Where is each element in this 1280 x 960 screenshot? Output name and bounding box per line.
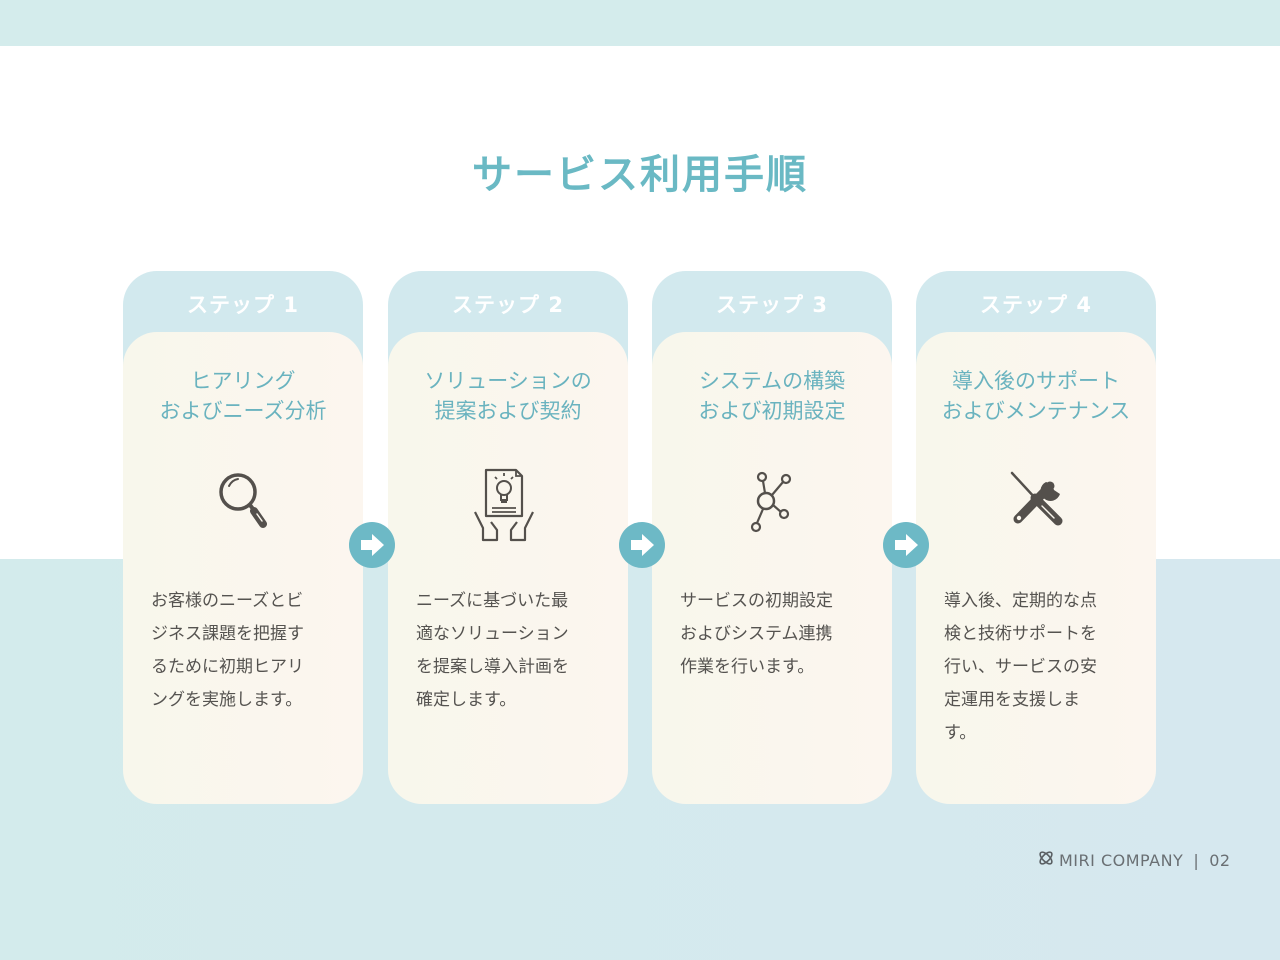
step-card-1: ステップ 1 ヒアリング およびニーズ分析 お客様のニーズとビ ジネス課題を把握…	[123, 271, 363, 804]
step-card-2: ステップ 2 ソリューションの 提案および契約 ニーズに基づいた最 適なソリュー…	[388, 271, 628, 804]
footer-separator: |	[1193, 850, 1200, 870]
network-nodes-icon	[742, 468, 802, 542]
step-label: ステップ 3	[716, 293, 828, 317]
page-number: 02	[1209, 850, 1231, 870]
step-title: ヒアリング およびニーズ分析	[159, 369, 327, 423]
step-description: お客様のニーズとビ ジネス課題を把握す るために初期ヒアリ ングを実施します。	[151, 591, 304, 710]
company-name: MIRI COMPANY	[1059, 850, 1184, 870]
step-label: ステップ 4	[980, 293, 1092, 317]
miri-logo-icon	[1037, 849, 1055, 871]
arrow-right-icon	[619, 522, 665, 568]
step-card-4: ステップ 4 導入後のサポート およびメンテナンス 導入後、定期的な点 検と技術…	[916, 271, 1156, 804]
arrow-right-icon	[883, 522, 929, 568]
step-label: ステップ 1	[187, 293, 299, 317]
footer: MIRI COMPANY | 02	[1037, 849, 1231, 871]
step-description: サービスの初期設定 およびシステム連携 作業を行います。	[680, 591, 833, 677]
top-band	[0, 0, 1280, 46]
page-title: サービス利用手順	[472, 152, 808, 198]
step-description: ニーズに基づいた最 適なソリューション を提案し導入計画を 確定します。	[416, 591, 569, 710]
step-title: システムの構築 および初期設定	[698, 369, 846, 423]
step-title: ソリューションの 提案および契約	[424, 369, 592, 423]
step-card-3: ステップ 3 システムの構築 および初期設定 サービスの初期設定 およびシステム…	[652, 271, 892, 804]
magnifying-glass-icon	[213, 468, 273, 542]
step-card-body: ソリューションの 提案および契約 ニーズに基づいた最 適なソリューション を提案…	[388, 332, 628, 804]
step-title: 導入後のサポート およびメンテナンス	[941, 369, 1131, 423]
step-card-body: 導入後のサポート およびメンテナンス 導入後、定期的な点 検と技術サポートを 行…	[916, 332, 1156, 804]
arrow-right-icon	[349, 522, 395, 568]
step-description: 導入後、定期的な点 検と技術サポートを 行い、サービスの安 定運用を支援しま す…	[944, 591, 1097, 743]
step-card-body: システムの構築 および初期設定 サービスの初期設定 およびシステム連携 作業を行…	[652, 332, 892, 804]
document-lightbulb-hands-icon	[474, 468, 538, 542]
step-label: ステップ 2	[452, 293, 564, 317]
step-card-body: ヒアリング およびニーズ分析 お客様のニーズとビ ジネス課題を把握す るために初…	[123, 332, 363, 804]
wrench-screwdriver-icon	[1006, 468, 1066, 542]
